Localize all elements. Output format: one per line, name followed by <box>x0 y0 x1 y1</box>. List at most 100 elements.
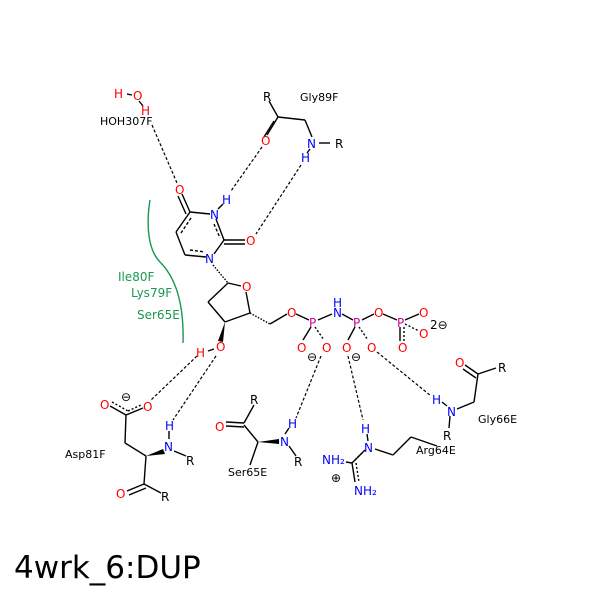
hydrogen-bonds <box>150 124 432 421</box>
atom-label: R <box>161 490 169 504</box>
bond <box>217 203 224 210</box>
bond <box>366 433 369 442</box>
atom-label: H <box>288 417 297 431</box>
deoxyribose: O O H O <box>196 264 296 360</box>
bond <box>317 313 333 321</box>
hydrogen-bond <box>150 355 198 401</box>
bond <box>189 249 206 253</box>
residue-label-arg64e: Arg64E <box>416 444 456 457</box>
atom-label: R <box>263 90 271 104</box>
bond <box>243 404 255 424</box>
bond <box>269 313 288 325</box>
bond <box>124 414 127 444</box>
atom-label: ⊖ <box>121 390 131 404</box>
bond <box>218 322 225 342</box>
atom-label: H <box>333 296 342 310</box>
residue-label-hoh307f: HOH307F <box>100 115 153 128</box>
bond <box>341 313 354 321</box>
hydrogen-bond <box>172 355 217 421</box>
residue-gly89f: R Gly89F O N R H <box>261 90 343 165</box>
atom-label: N <box>364 441 373 455</box>
atom-label: O <box>342 341 351 355</box>
bond <box>392 436 412 456</box>
hydrogen-bond <box>230 146 263 192</box>
atom-label: N <box>333 306 342 320</box>
bond <box>306 148 311 154</box>
atom-label: P <box>309 316 316 330</box>
atom-label: N <box>205 252 214 266</box>
atom-label: N <box>280 435 289 449</box>
atom-label: R <box>294 455 302 469</box>
atom-label: O <box>367 341 376 355</box>
bond <box>404 313 420 321</box>
residue-label-gly89f: Gly89F <box>300 91 338 104</box>
bond <box>175 231 186 256</box>
atom-label: O <box>287 306 296 320</box>
atom-label: NH₂ <box>322 453 345 467</box>
bond <box>249 441 259 466</box>
bond <box>361 313 375 321</box>
bond <box>243 424 259 443</box>
atom-label: H <box>222 193 231 207</box>
bond <box>128 487 147 496</box>
atom-label: NH₂ <box>354 484 377 498</box>
atom-label: O <box>398 341 407 355</box>
atom-label: O <box>419 327 428 341</box>
hydrophobic-label-ile80f: Ile80F <box>118 270 155 284</box>
bond <box>304 119 313 138</box>
atom-label: O <box>322 341 331 355</box>
bond <box>111 401 129 412</box>
atom-label: O <box>116 487 125 501</box>
bond <box>295 313 310 321</box>
hydrogen-bond <box>347 355 364 421</box>
atom-label: O <box>215 420 224 434</box>
bond <box>175 211 191 233</box>
atom-label: R <box>186 454 194 468</box>
hydrogen-bond <box>255 164 302 235</box>
bond <box>441 401 448 407</box>
atom-label: R <box>250 393 258 407</box>
bond <box>358 326 369 341</box>
atom-label: H <box>141 104 150 118</box>
bond <box>143 455 147 485</box>
atom-label: N <box>307 137 316 151</box>
bond <box>215 218 225 241</box>
bond <box>288 445 297 457</box>
residue-label-gly66e: Gly66E <box>478 413 517 426</box>
bond <box>345 461 353 464</box>
triphosphate-chain: P H N P O P O O ⊖ O O ⊖ O O O 2⊖ <box>295 296 448 364</box>
residue-label-ser65e: Ser65E <box>228 466 267 479</box>
atom-label: O <box>374 306 383 320</box>
atom-label: H <box>165 419 174 433</box>
bond <box>266 116 279 136</box>
bond <box>302 326 312 341</box>
atom-label: O <box>143 400 152 414</box>
atom-label: N <box>210 208 219 222</box>
bond <box>207 282 229 303</box>
atom-label: O <box>242 280 251 294</box>
atom-label: H <box>196 346 205 360</box>
bond <box>347 326 356 341</box>
bond <box>448 415 451 429</box>
hydrophobic-label-ser65e: Ser65E <box>137 308 180 322</box>
atom-label: P <box>397 316 404 330</box>
atom-label: H <box>432 393 441 407</box>
atom-label: N <box>447 405 456 419</box>
atom-label: N <box>164 440 173 454</box>
bond <box>277 116 306 121</box>
bond <box>125 407 144 416</box>
bond <box>189 211 211 215</box>
atom-label: O <box>133 89 142 103</box>
bond <box>224 312 251 323</box>
atom-label: R <box>443 429 451 443</box>
bond <box>354 452 363 461</box>
atom-label: O <box>216 340 225 354</box>
bond <box>124 442 147 457</box>
bond <box>213 223 221 239</box>
atom-label: O <box>297 341 306 355</box>
bond <box>184 254 207 258</box>
hydrogen-bond <box>295 355 322 419</box>
bond <box>382 313 398 321</box>
